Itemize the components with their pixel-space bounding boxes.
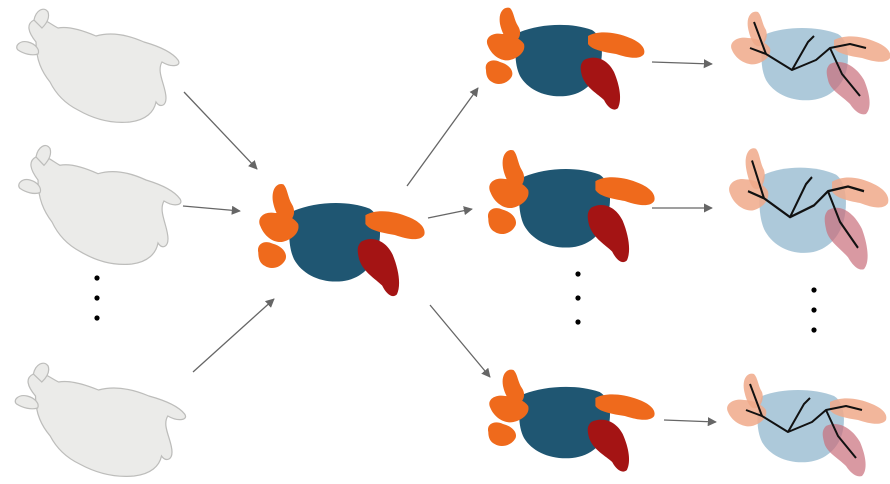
arrow-seg3-to-skel3: [663, 417, 717, 427]
arrow-template-to-seg2: [427, 206, 473, 219]
skeleton-instance-2: [727, 147, 890, 271]
segmented-instance-3: [487, 369, 655, 472]
ellipsis-column-3: [575, 271, 581, 325]
ellipsis-column-4: [811, 287, 817, 333]
arrow-template-to-seg3: [429, 304, 491, 378]
arrow-template-to-seg1: [406, 87, 479, 187]
input-mesh-3: [14, 362, 187, 478]
input-mesh-2: [18, 144, 182, 266]
input-mesh-1: [16, 8, 180, 123]
arrow-seg1-to-skel1: [651, 59, 713, 69]
skeleton-instance-3: [726, 372, 888, 478]
skeleton-instance-1: [730, 10, 890, 116]
arrow-mesh1-to-template: [183, 91, 258, 170]
arrow-mesh2-to-template: [182, 205, 241, 215]
segmented-instance-1: [485, 7, 645, 110]
arrow-mesh3-to-template: [192, 298, 275, 373]
segmented-template: [257, 183, 425, 297]
segmented-instance-2: [487, 149, 655, 263]
ellipsis-column-1: [94, 275, 100, 321]
